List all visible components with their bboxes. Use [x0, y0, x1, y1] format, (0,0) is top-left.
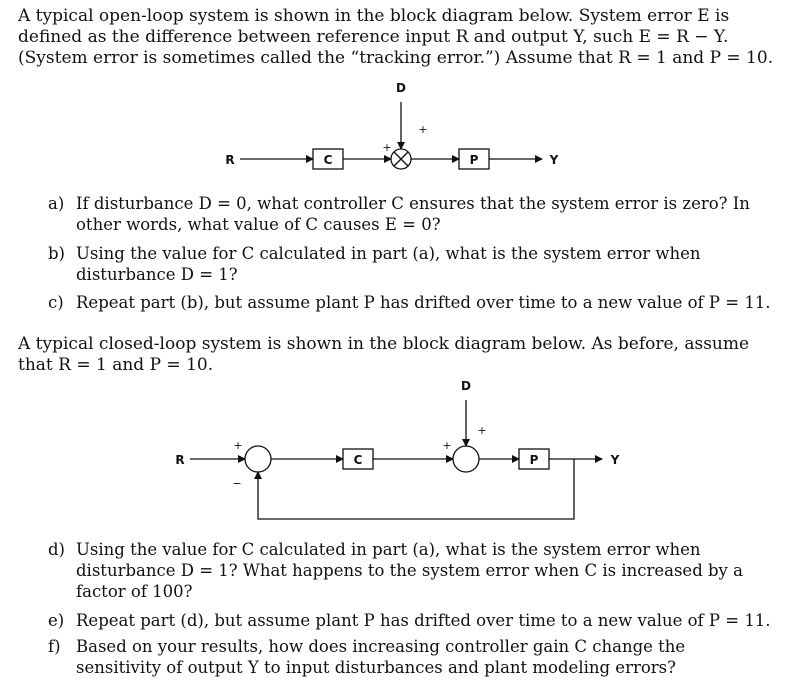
- plus-sign-top-1: +: [418, 123, 427, 136]
- question-a-text: If disturbance D = 0, what controller C …: [76, 194, 750, 234]
- question-e-label: e): [48, 611, 65, 630]
- minus-sign-2a: −: [232, 477, 241, 490]
- question-f-text: Based on your results, how does increasi…: [76, 637, 686, 677]
- closed-loop-diagram: D R + − C + + P Y: [175, 379, 620, 520]
- label-r1: R: [225, 153, 234, 167]
- question-d-label: d): [48, 540, 65, 559]
- question-d: d) Using the value for C calculated in p…: [48, 539, 773, 602]
- plus-sign-left-2b: +: [442, 439, 451, 452]
- question-e: e) Repeat part (d), but assume plant P h…: [48, 610, 773, 631]
- summing-junction-2b: [452, 445, 480, 473]
- question-a: a) If disturbance D = 0, what controller…: [48, 193, 773, 235]
- question-b: b) Using the value for C calculated in p…: [48, 243, 773, 285]
- plus-sign-left-1: +: [382, 141, 391, 154]
- question-c-text: Repeat part (b), but assume plant P has …: [76, 293, 771, 312]
- intro-closed-loop: A typical closed-loop system is shown in…: [18, 334, 750, 375]
- question-c-label: c): [48, 293, 64, 312]
- summing-junction-2a: [244, 445, 272, 473]
- label-p1: P: [470, 153, 479, 167]
- question-a-label: a): [48, 194, 65, 213]
- question-b-text: Using the value for C calculated in part…: [76, 244, 701, 284]
- intro-open-loop: A typical open-loop system is shown in t…: [18, 6, 774, 68]
- question-f: f) Based on your results, how does incre…: [48, 636, 773, 678]
- label-c2: C: [354, 453, 363, 467]
- label-c1: C: [324, 153, 333, 167]
- label-y2: Y: [610, 453, 620, 467]
- label-d2: D: [461, 379, 471, 393]
- label-y1: Y: [549, 153, 559, 167]
- label-r2: R: [175, 453, 184, 467]
- label-d1: D: [396, 81, 406, 95]
- plus-sign-top-2b: +: [477, 424, 486, 437]
- question-c: c) Repeat part (b), but assume plant P h…: [48, 292, 773, 313]
- question-f-label: f): [48, 637, 61, 656]
- question-e-text: Repeat part (d), but assume plant P has …: [76, 611, 771, 630]
- question-b-label: b): [48, 244, 65, 263]
- feedback-path: [254, 459, 575, 520]
- label-p2: P: [530, 453, 539, 467]
- plus-sign-left-2a: +: [233, 439, 242, 452]
- open-loop-diagram: D R C + + P Y: [225, 81, 559, 170]
- question-d-text: Using the value for C calculated in part…: [76, 540, 743, 601]
